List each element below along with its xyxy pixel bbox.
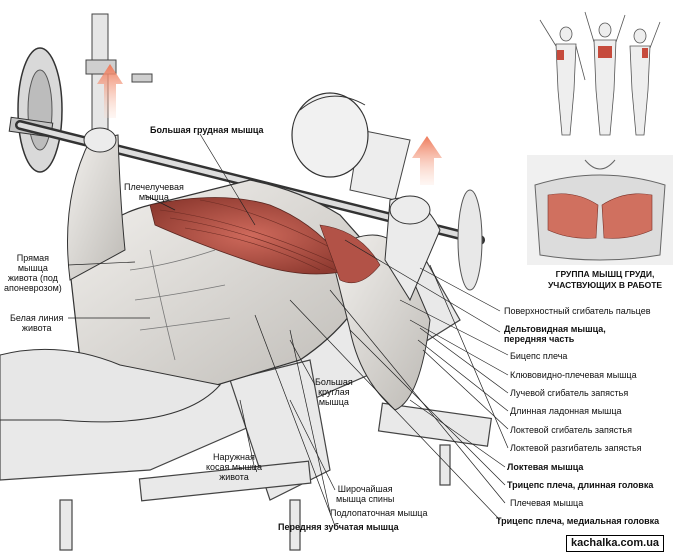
inset-chest: [527, 155, 673, 265]
arrow-up-icon-left: [97, 64, 123, 118]
label-brachialis: Плечевая мышца: [510, 498, 584, 508]
athlete-body: [0, 92, 441, 423]
watermark: kachalka.com.ua: [566, 535, 665, 552]
label-rectus-abdominis: Прямая мышца живота (под апоневрозом): [4, 253, 62, 293]
label-triceps-medial: Трицепс плеча, медиальная головка: [496, 516, 660, 526]
label-palmaris-longus: Длинная ладонная мышца: [510, 406, 622, 416]
label-infraspinatus: Подлопаточная мышца: [330, 508, 428, 518]
label-external-oblique: Наружная косая мышца живота: [206, 452, 262, 482]
label-biceps: Бицепс плеча: [510, 351, 568, 361]
label-flexor-carpi-radialis: Лучевой сгибатель запястья: [510, 388, 629, 398]
label-clavobrachial: Клювовидно-плечевая мышца: [510, 370, 637, 380]
label-anconeus: Локтевая мышца: [507, 462, 584, 472]
group-caption: ГРУППА МЫШЦ ГРУДИ, УЧАСТВУЮЩИХ В РАБОТЕ: [547, 269, 663, 290]
label-pectoralis-major: Большая грудная мышца: [150, 125, 264, 135]
label-flexor-carpi-ulnaris: Локтевой сгибатель запястья: [510, 425, 632, 435]
label-triceps-long: Трицепс плеча, длинная головка: [507, 480, 654, 490]
deltoid-muscle-highlight: [319, 224, 381, 284]
label-extensor-carpi-ulnaris: Локтевой разгибатель запястья: [510, 443, 642, 453]
arrow-up-icon-right: [412, 136, 442, 185]
inset-figures: [539, 11, 661, 136]
label-linea-alba: Белая линия живота: [10, 313, 64, 333]
label-deltoid-anterior: Дельтовидная мышца, передняя часть: [504, 324, 606, 344]
label-serratus-anterior: Передняя зубчатая мышца: [278, 522, 399, 532]
label-teres-major: Большая круглая мышца: [315, 377, 353, 407]
label-latissimus: Широчайшая мышца спины: [336, 484, 395, 504]
label-coracobrachialis: Плечелучевая мышца: [124, 182, 184, 202]
label-flexor-superficialis: Поверхностный сгибатель пальцев: [504, 306, 651, 316]
leader-lines: [67, 133, 509, 527]
